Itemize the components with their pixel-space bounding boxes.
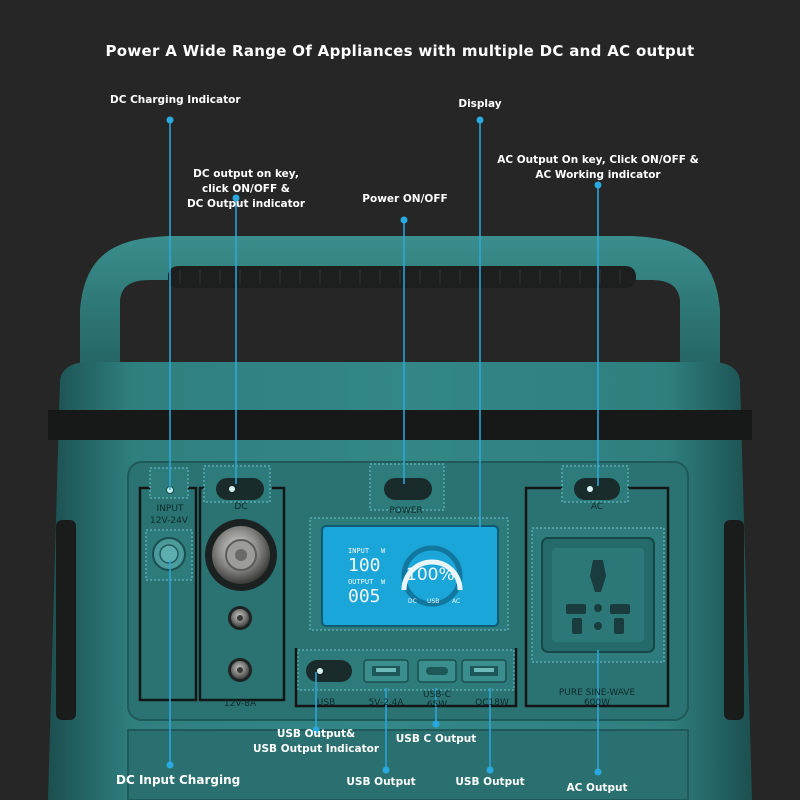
callout-ac-output: AC Output <box>566 782 628 794</box>
screen-battery-percent: 100% <box>406 565 455 585</box>
screen-input-unit: W <box>381 547 386 555</box>
sine-wave-rating-label: 600W <box>583 698 611 708</box>
usb-c-rating-label: 65W <box>426 700 448 710</box>
ac-key <box>574 478 620 500</box>
screen-output-value: 005 <box>348 586 381 607</box>
handle <box>80 236 720 370</box>
screen-indicator-ac: AC <box>452 598 461 605</box>
usb-c-label: USB-C <box>422 690 452 700</box>
screen-output-label: OUTPUT <box>348 578 374 586</box>
power-label: POWER <box>389 506 423 516</box>
sine-wave-label: PURE SINE-WAVE <box>558 688 636 698</box>
battery-ring <box>401 559 463 591</box>
screen-indicator-usb: USB <box>427 598 440 605</box>
callout-usb-output-indicator: USB Output& USB Output Indicator <box>252 728 380 755</box>
callout-dc-output-key: DC output on key, click ON/OFF & DC Outp… <box>186 168 306 210</box>
screen-input-label: INPUT <box>348 547 370 555</box>
callout-power-on-off: Power ON/OFF <box>362 193 448 205</box>
ac-label: AC <box>590 502 604 512</box>
dc-rating-label: 12V-8A <box>223 699 257 709</box>
dc-key <box>216 478 264 500</box>
screen-output-unit: W <box>381 578 386 586</box>
battery-ring-track <box>401 545 463 607</box>
ac-socket-holes <box>566 560 630 634</box>
callout-dc-input-charging: DC Input Charging <box>116 773 241 787</box>
callout-lines <box>169 120 599 772</box>
callout-usb-c-output: USB C Output <box>395 733 477 745</box>
qc-rating-label: QC18W <box>475 698 509 708</box>
callout-dc-charging-indicator: DC Charging Indicator <box>110 94 241 106</box>
usb-label: USB <box>316 698 336 708</box>
power-button <box>384 478 432 500</box>
callout-dots <box>166 116 602 776</box>
dc-label: DC <box>234 502 248 512</box>
input-voltage-label: 12V-24V <box>150 516 188 526</box>
callout-usb-output-2: USB Output <box>455 776 525 788</box>
input-label: INPUT <box>156 504 184 514</box>
callout-display: Display <box>458 98 502 110</box>
screen-indicator-dc: DC <box>408 598 417 605</box>
callout-ac-output-key: AC Output On key, Click ON/OFF & AC Work… <box>497 154 699 181</box>
usb-a-rating-label: 5V-2.4A <box>368 698 404 708</box>
usb-key <box>306 660 352 682</box>
panel-frames <box>138 486 670 708</box>
page-title: Power A Wide Range Of Appliances with mu… <box>105 42 695 60</box>
screen-input-value: 100 <box>348 555 381 576</box>
callout-usb-output-1: USB Output <box>346 776 416 788</box>
